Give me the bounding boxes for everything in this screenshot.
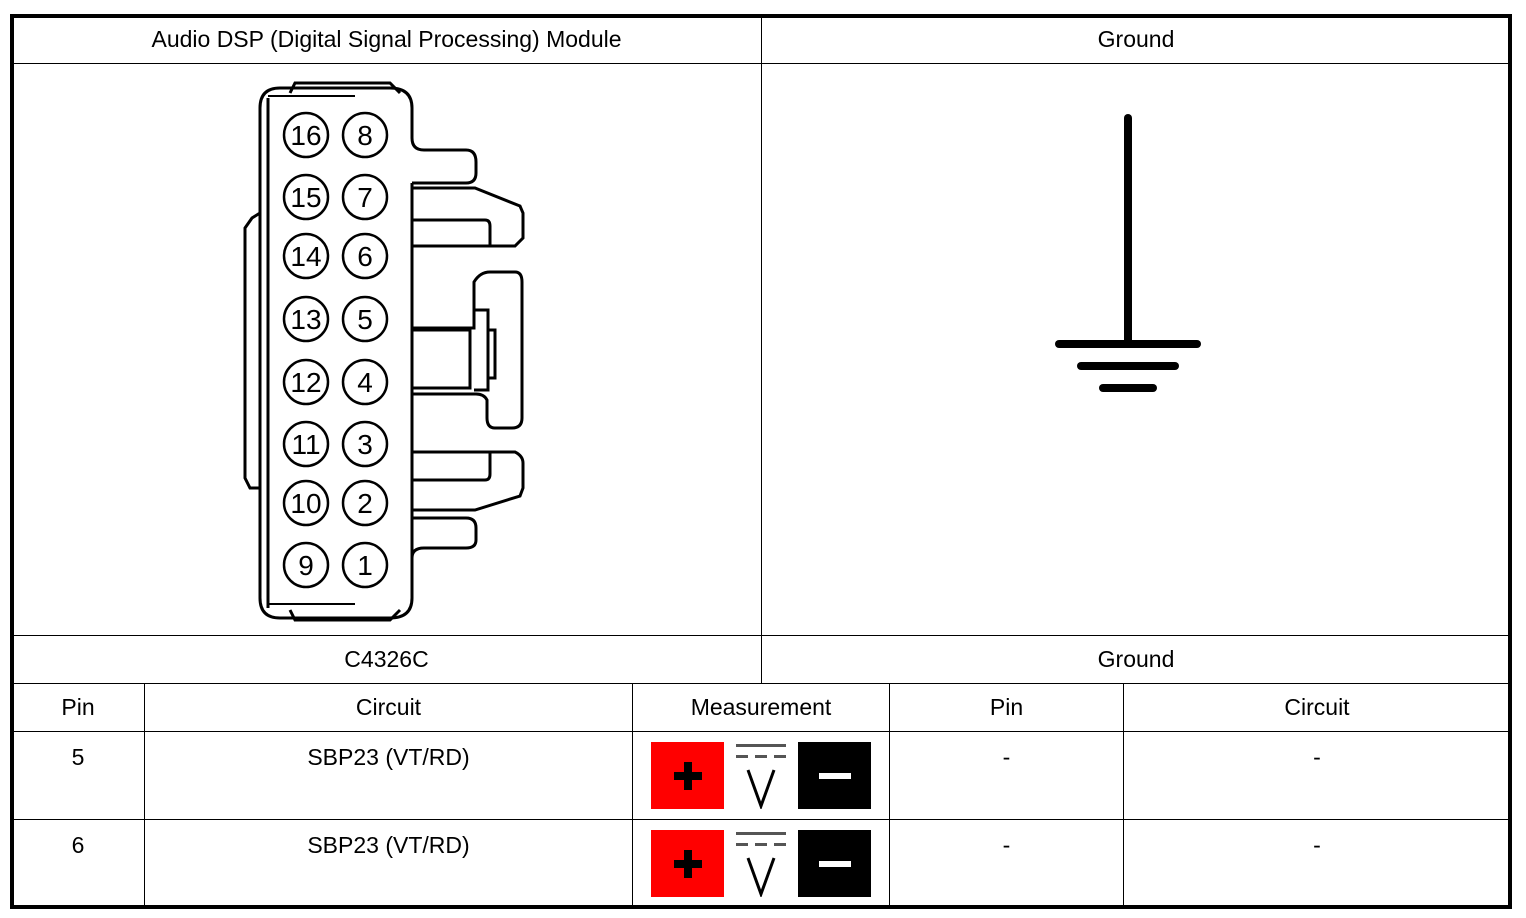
pin-label: 11 [291, 429, 320, 460]
pin-label: 8 [357, 120, 373, 151]
ground-symbol-icon [1055, 114, 1201, 392]
pin-label: 6 [357, 241, 373, 272]
positive-probe-icon [651, 830, 724, 897]
negative-probe-icon [798, 830, 871, 897]
pin-label: 10 [290, 488, 321, 519]
ground-circuit-cell: - [1313, 832, 1321, 858]
connector-16-pin-icon: 16 8 15 7 14 6 13 5 12 4 11 3 10 2 9 1 [243, 81, 525, 622]
ground-title: Ground [1097, 26, 1175, 52]
divider [1123, 683, 1124, 907]
column-header-ground-pin: Pin [989, 694, 1024, 720]
connector-diagram: 16 8 15 7 14 6 13 5 12 4 11 3 10 2 9 1 [240, 78, 540, 628]
pin-label: 14 [290, 241, 321, 272]
pin-label: 13 [290, 304, 321, 335]
column-header-ground-circuit: Circuit [1284, 694, 1350, 720]
ground-circuit-cell: - [1313, 744, 1321, 770]
pin-label: 9 [298, 550, 314, 581]
module-title: Audio DSP (Digital Signal Processing) Mo… [151, 26, 622, 52]
pin-label: 5 [357, 304, 373, 335]
divider [12, 819, 1512, 820]
divider [889, 683, 890, 907]
measurement-cell [651, 830, 871, 899]
pin-label: 2 [357, 488, 373, 519]
divider [144, 683, 145, 907]
positive-probe-icon [651, 742, 724, 809]
pin-label: 7 [357, 182, 373, 213]
divider [632, 683, 633, 907]
ground-diagram [1050, 110, 1210, 400]
connector-id: C4326C [344, 646, 429, 672]
divider [12, 635, 1512, 636]
divider [12, 731, 1512, 732]
pin-label: 12 [290, 367, 321, 398]
circuit-cell: SBP23 (VT/RD) [307, 832, 470, 858]
pin-cell: 5 [71, 744, 85, 770]
column-header-pin: Pin [61, 694, 95, 720]
negative-probe-icon [798, 742, 871, 809]
pin-label: 15 [290, 182, 321, 213]
ground-pin-cell: - [1002, 744, 1011, 770]
pin-label: 16 [290, 120, 321, 151]
pin-label: 3 [357, 429, 373, 460]
ground-id: Ground [1097, 646, 1175, 672]
divider [12, 683, 1512, 684]
divider [12, 63, 1512, 64]
pin-label: 1 [357, 550, 373, 581]
pin-cell: 6 [71, 832, 85, 858]
measurement-cell [651, 742, 871, 811]
column-header-measurement: Measurement [690, 694, 832, 720]
pin-label: 4 [357, 367, 373, 398]
ground-pin-cell: - [1002, 832, 1011, 858]
divider [761, 16, 762, 684]
dc-voltage-icon [734, 742, 788, 811]
dc-voltage-icon [734, 830, 788, 899]
circuit-cell: SBP23 (VT/RD) [307, 744, 470, 770]
column-header-circuit: Circuit [355, 694, 422, 720]
